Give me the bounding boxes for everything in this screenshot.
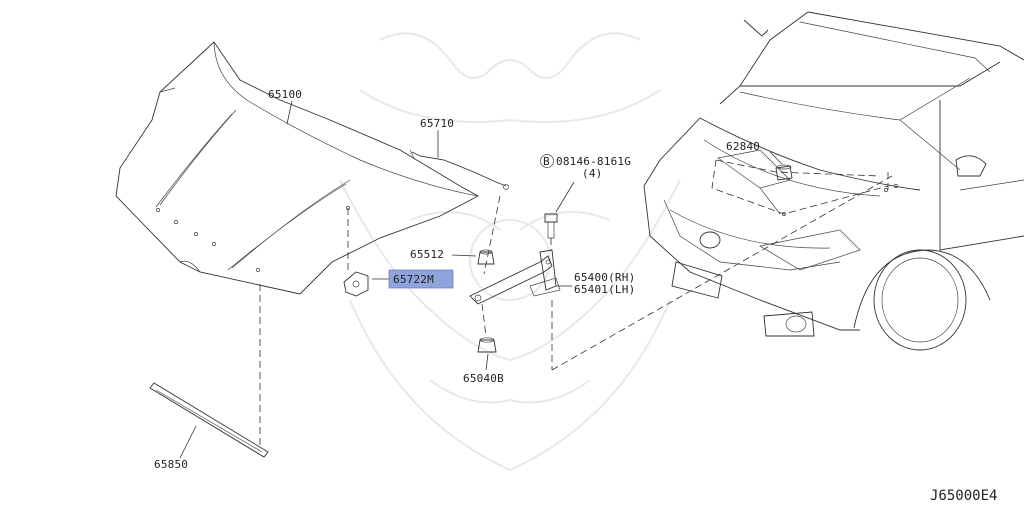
label-hood[interactable]: 65100 <box>268 88 302 101</box>
label-hinge-rh[interactable]: 65400(RH) <box>574 271 635 284</box>
leader-weatherstrip <box>179 425 197 459</box>
hood-release-cable-part[interactable] <box>409 149 509 190</box>
hood-lock-striker-part[interactable] <box>775 164 793 181</box>
dashline-car-hood-a <box>715 159 881 177</box>
leader-hood <box>286 100 293 125</box>
label-bumper-rubber[interactable]: 65512 <box>410 248 444 261</box>
leader-bumper-rubber <box>451 254 477 257</box>
label-bolt-qty: (4) <box>582 167 602 180</box>
label-hood-lock[interactable]: 65722M <box>393 273 434 286</box>
car-hinge-point-a <box>884 188 888 192</box>
watermark-emblem <box>339 32 681 472</box>
bolt-part[interactable] <box>544 213 558 239</box>
hood-lock-highlight[interactable] <box>388 269 454 289</box>
weatherstrip-part[interactable] <box>149 382 269 458</box>
label-bolt-marker: B <box>543 155 550 168</box>
diagram-reference-code: J65000E4 <box>930 488 997 504</box>
car-lock-point <box>782 212 786 216</box>
bolt-marker-circle <box>540 154 554 168</box>
label-hood-release-cable[interactable]: 65710 <box>420 117 454 130</box>
bumper-rubber-part[interactable] <box>477 249 495 265</box>
dashline-car-hood-b <box>711 159 889 215</box>
label-hood-lock-striker[interactable]: 62840 <box>726 140 760 153</box>
hood-stop-part[interactable] <box>477 337 497 353</box>
label-weatherstrip[interactable]: 65850 <box>154 458 188 471</box>
car-hinge-point-b <box>894 184 898 188</box>
leader-hood-lock-striker <box>769 151 783 165</box>
label-hinge-lh[interactable]: 65401(LH) <box>574 283 635 296</box>
leader-bolt <box>555 181 575 213</box>
hood-panel[interactable] <box>115 41 479 295</box>
label-hood-stop[interactable]: 65040B <box>463 372 504 385</box>
leader-hood-stop <box>485 353 489 371</box>
dashline-cable <box>483 195 501 275</box>
hood-lock-part[interactable] <box>343 271 369 297</box>
label-bolt[interactable]: 08146-8161G <box>556 155 631 168</box>
vehicle-outline[interactable] <box>643 11 1024 351</box>
dashline-hood-stop <box>481 303 487 337</box>
